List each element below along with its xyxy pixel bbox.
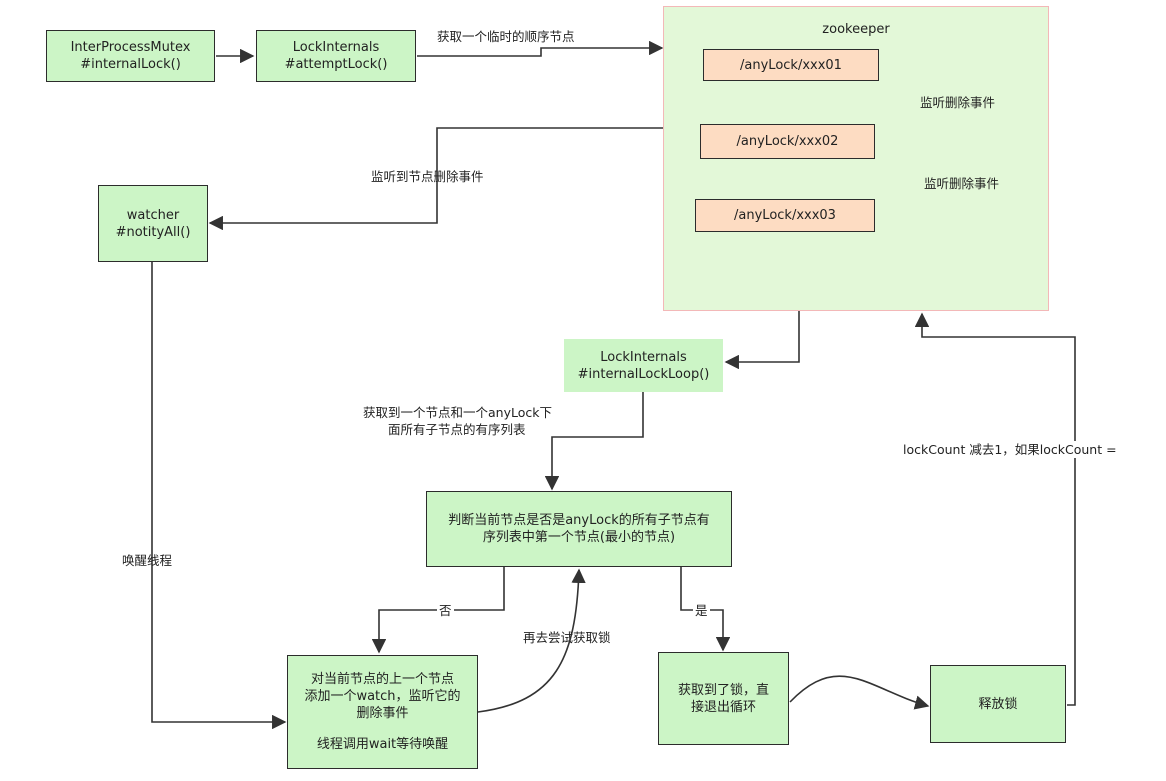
arrow-loop-to-judge	[544, 392, 644, 491]
lock-acquired-box: 获取到了锁，直 接退出循环	[658, 652, 789, 745]
arrow-release-to-zookeeper	[914, 312, 1076, 706]
arrow-retry-curve	[477, 568, 586, 713]
label-no: 否	[437, 602, 454, 619]
zk-node-label: /anyLock/xxx03	[734, 208, 836, 223]
label-get-children-2: 面所有子节点的有序列表	[388, 422, 526, 437]
mutex-line-2: #internalLock()	[80, 57, 181, 72]
attempt-line-1: LockInternals	[292, 40, 380, 55]
loop-line-2: #internalLockLoop()	[577, 366, 710, 382]
arrow-zookeeper-to-watcher	[208, 127, 663, 231]
label-lock-count: lockCount 减去1，如果lockCount =	[901, 441, 1119, 458]
mutex-line-1: InterProcessMutex	[70, 40, 191, 55]
zk-node-xxx03: /anyLock/xxx03	[695, 199, 875, 232]
watcher-box: watcher #notityAll()	[98, 185, 208, 262]
attemptlock-box: LockInternals #attemptLock()	[256, 30, 416, 82]
label-listen-delete-1: 监听删除事件	[920, 95, 996, 110]
add-watch-box: 对当前节点的上一个节点 添加一个watch，监听它的 删除事件 线程调用wait…	[287, 655, 478, 769]
label-wake-thread: 唤醒线程	[122, 553, 173, 568]
label-get-seq-node: 获取一个临时的顺序节点	[437, 29, 575, 44]
judge-first-node-box: 判断当前节点是否是anyLock的所有子节点有 序列表中第一个节点(最小的节点)	[426, 491, 732, 567]
interprocessmutex-box: InterProcessMutex #internalLock()	[46, 30, 215, 82]
zk-node-label: /anyLock/xxx02	[736, 134, 839, 149]
watch-line-3: 删除事件	[356, 706, 409, 721]
label-heard-node-delete: 监听到节点删除事件	[371, 169, 484, 184]
attempt-line-2: #attemptLock()	[284, 57, 388, 72]
internallockloop-box: LockInternals #internalLockLoop()	[564, 339, 723, 392]
release-lock-box: 释放锁	[930, 665, 1066, 743]
watch-line-4: 线程调用wait等待唤醒	[316, 737, 449, 752]
acquired-line-2: 接退出循环	[690, 699, 756, 715]
watcher-line-1: watcher	[126, 207, 180, 223]
arrow-watcher-to-watch	[151, 262, 287, 730]
label-retry: 再去尝试获取锁	[523, 630, 611, 645]
label-get-children-1: 获取到一个节点和一个anyLock下	[363, 405, 552, 420]
zookeeper-title: zookeeper	[822, 22, 890, 37]
label-listen-delete-2: 监听删除事件	[924, 176, 1000, 191]
watcher-line-2: #notityAll()	[115, 224, 191, 240]
watch-line-2: 添加一个watch，监听它的	[304, 689, 461, 704]
zk-node-xxx01: /anyLock/xxx01	[703, 49, 879, 81]
label-yes: 是	[693, 602, 710, 619]
arrow-acquired-to-release	[789, 675, 930, 710]
zk-node-xxx02: /anyLock/xxx02	[700, 124, 875, 159]
watch-line-1: 对当前节点的上一个节点	[310, 672, 454, 687]
zk-node-label: /anyLock/xxx01	[740, 57, 842, 73]
release-label: 释放锁	[978, 696, 1018, 712]
loop-line-1: LockInternals	[600, 349, 687, 365]
arrow-attempt-to-zookeeper	[417, 40, 664, 57]
judge-line-2: 序列表中第一个节点(最小的节点)	[482, 530, 676, 545]
acquired-line-1: 获取到了锁，直	[677, 682, 769, 698]
arrow-zookeeper-to-loop	[724, 311, 800, 370]
judge-line-1: 判断当前节点是否是anyLock的所有子节点有	[448, 513, 710, 528]
